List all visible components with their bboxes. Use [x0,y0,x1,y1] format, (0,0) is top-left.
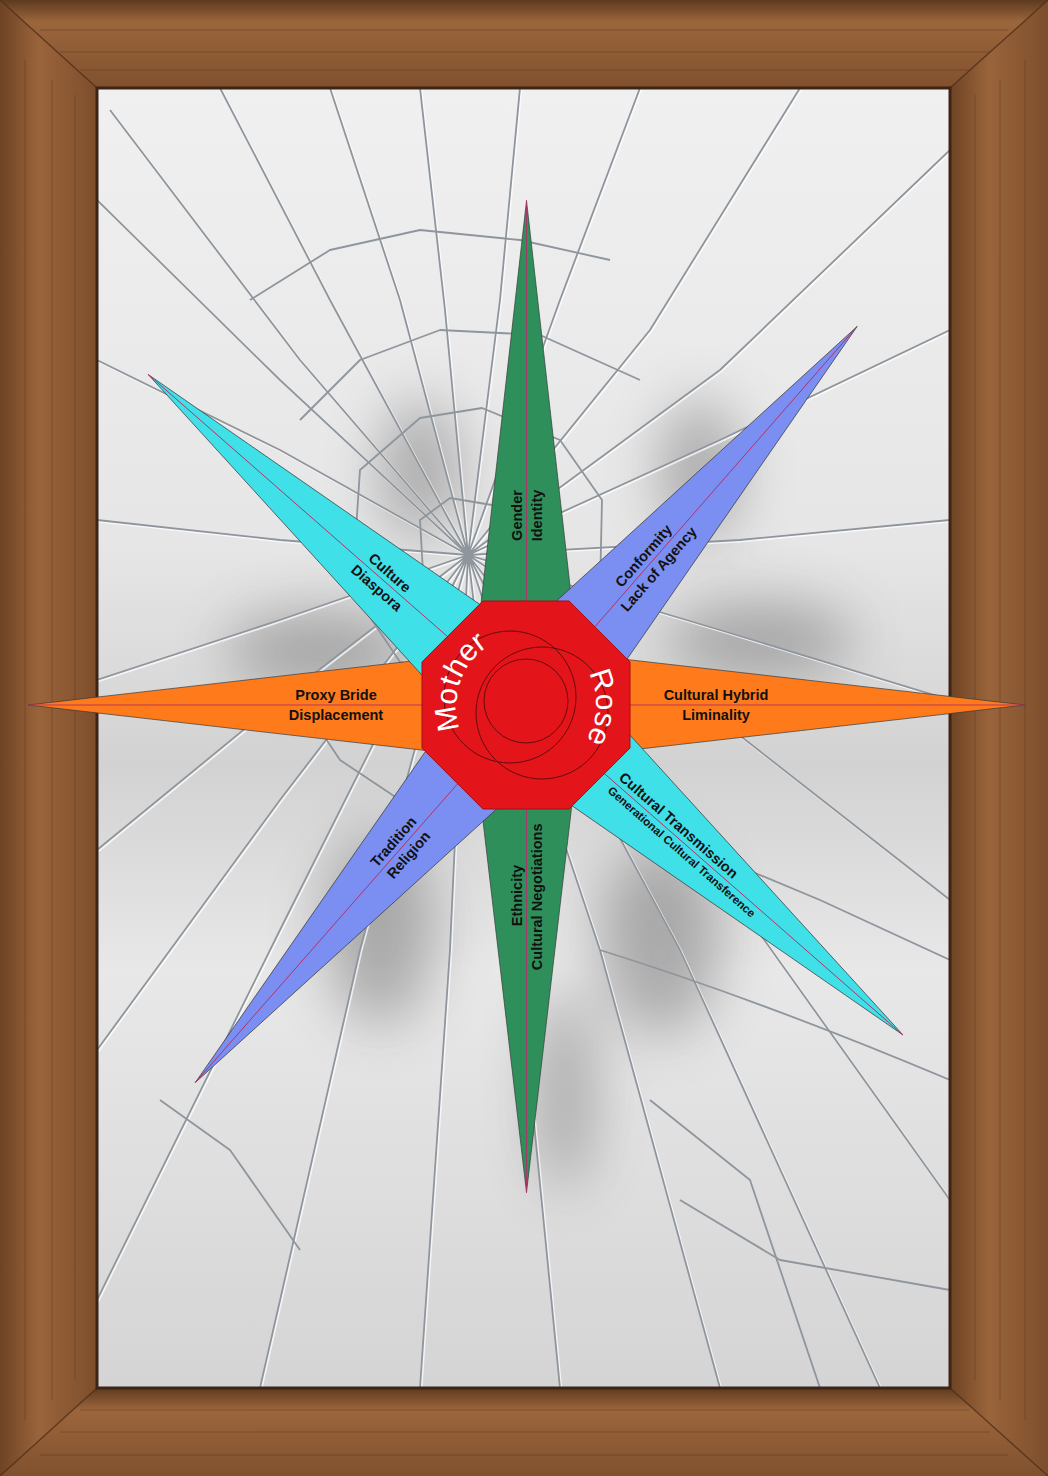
ray-label: Proxy Bride [295,687,376,704]
ray-label: Displacement [289,707,383,724]
frame-left-stile [0,0,97,1476]
crack-highlights [98,89,950,1388]
hub-word: Rose [406,585,646,825]
frame-right-stile [950,0,1048,1476]
ray-centerline [526,200,527,705]
ray-label: Ethnicity [508,864,525,925]
mirror-glass [97,88,950,1388]
hub-circles [444,631,608,779]
ray-centerline [526,705,1025,706]
mirror-content [97,88,950,1388]
hub-circle [476,647,608,779]
ray-polygon [28,648,526,762]
ray-label: Gender [508,490,525,541]
ray-centerline [526,326,857,705]
ray-polygon [526,648,1025,762]
ray-centerline [526,705,903,1035]
ray-centerline [148,374,526,705]
wood-grain [25,30,1025,1455]
ray-centerline [28,705,526,706]
hub-octagon-shape [422,601,630,809]
hub-letter: M [430,704,464,734]
frame-top-rail [0,0,1048,88]
hub-circle [484,659,568,743]
frame-bottom-rail [0,1388,1048,1476]
hub-letter: o [591,693,622,711]
hub-octagon: MotherRose [406,585,646,825]
ray-label: Cultural Hybrid [664,687,769,704]
ray-polygon [110,331,563,748]
glass-edge [97,88,950,1388]
ray-label: Cultural Negotiations [528,823,545,970]
hub-letter: o [431,686,463,706]
ray-centerline [526,705,527,1192]
ray-polygon [469,200,583,705]
hub-letter: R [584,665,619,695]
mirror-cracks [97,88,950,1388]
ray-label: Identity [528,489,545,541]
ray-polygon [469,705,583,1192]
ray-centerline [195,705,526,1082]
hub-circle [444,631,576,763]
ray-label: Liminality [682,707,750,724]
